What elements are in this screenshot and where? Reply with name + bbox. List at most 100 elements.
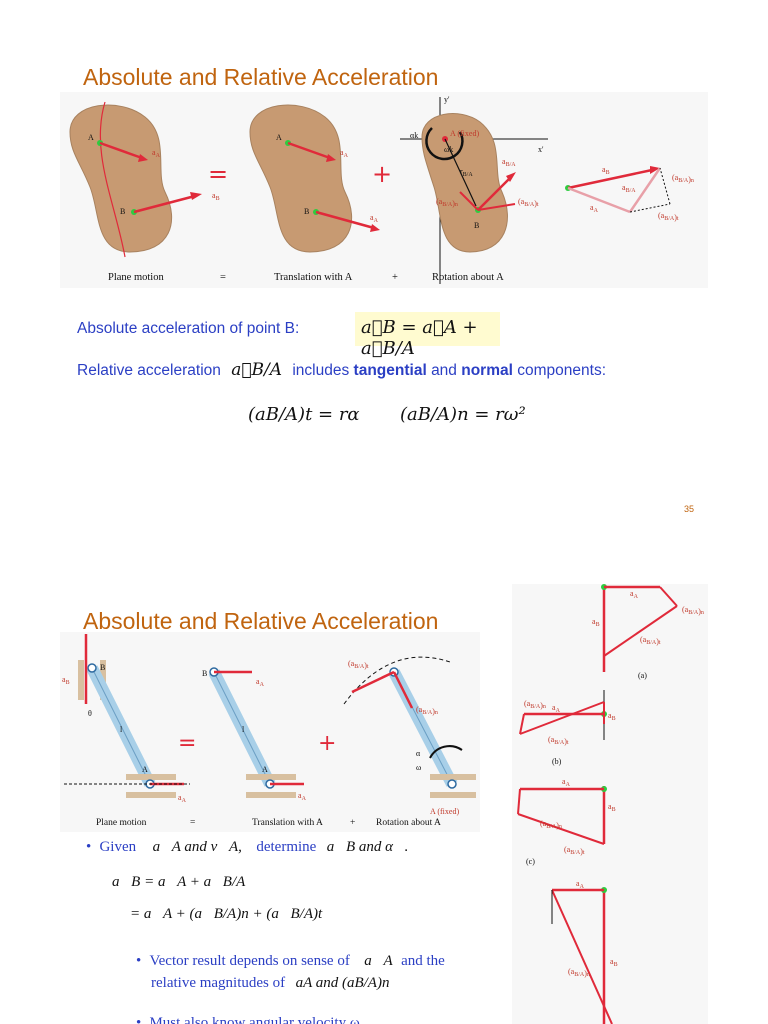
svg-text:aA: aA bbox=[552, 703, 561, 714]
svg-text:(aB/A)n: (aB/A)n bbox=[540, 819, 562, 830]
svg-text:(aB/A)n: (aB/A)n bbox=[568, 967, 590, 978]
rel-post: components: bbox=[517, 362, 606, 379]
svg-text:B: B bbox=[304, 207, 309, 216]
svg-text:rB/A: rB/A bbox=[460, 167, 473, 178]
bullet-angular-velocity: • Must also know angular velocity ω. bbox=[136, 1014, 363, 1024]
svg-text:(aB/A)n: (aB/A)n bbox=[436, 197, 458, 208]
svg-text:B: B bbox=[202, 669, 207, 678]
svg-text:aA: aA bbox=[370, 213, 379, 224]
svg-text:aA: aA bbox=[178, 793, 187, 804]
fig-a-label: (a) bbox=[638, 671, 647, 680]
label-x-axis: x' bbox=[538, 145, 544, 154]
bullet-given: • Given a⃗A and v⃗A, determine a⃗B and α… bbox=[86, 839, 409, 855]
svg-text:aA: aA bbox=[590, 203, 599, 214]
label-A: A bbox=[88, 133, 94, 142]
slide-title: Absolute and Relative Acceleration bbox=[83, 64, 439, 90]
label-theta: θ bbox=[88, 709, 92, 718]
svg-text:aB/A: aB/A bbox=[622, 183, 636, 194]
caption2-translation: Translation with A bbox=[252, 818, 323, 828]
caption-equals: = bbox=[220, 272, 226, 283]
equals-sign-2: = bbox=[178, 731, 196, 756]
label-l: l bbox=[120, 725, 123, 734]
given-vectors: a⃗A and v⃗A, bbox=[152, 839, 242, 855]
sliding-rod-figure: aB B A l θ aA = B A l aA aA + (aB/A)t (a… bbox=[60, 632, 480, 832]
given-text: Given bbox=[99, 839, 137, 855]
abs-accel-label: Absolute acceleration of point B: bbox=[77, 320, 300, 337]
and-the-text: and the bbox=[401, 953, 445, 969]
label-A-fixed: A (fixed) bbox=[450, 129, 479, 138]
caption-plus: + bbox=[392, 272, 398, 283]
svg-text:aB/A: aB/A bbox=[502, 157, 516, 168]
vector-result-text: Vector result depends on sense of bbox=[149, 953, 350, 969]
label-A-fixed-2: A (fixed) bbox=[430, 807, 459, 816]
svg-text:aA: aA bbox=[562, 777, 571, 788]
rel-pre: Relative acceleration bbox=[77, 362, 221, 379]
svg-text:aA: aA bbox=[256, 677, 265, 688]
svg-text:aB: aB bbox=[608, 711, 616, 722]
svg-text:aB: aB bbox=[592, 617, 600, 628]
caption-plane-motion: Plane motion bbox=[108, 272, 164, 283]
svg-text:aA: aA bbox=[630, 589, 639, 600]
svg-text:aA: aA bbox=[340, 148, 349, 159]
svg-text:aB: aB bbox=[608, 802, 616, 813]
caption-translation: Translation with A bbox=[274, 272, 353, 283]
svg-text:aB: aB bbox=[610, 957, 618, 968]
svg-text:aB: aB bbox=[212, 191, 220, 202]
equation-tangential: (aB/A)t = rα bbox=[248, 404, 360, 425]
equation-normal: (aB/A)n = rω² bbox=[400, 404, 526, 425]
relative-magnitudes-text: relative magnitudes of bbox=[151, 975, 286, 991]
eq-line-2: = a⃗A + (a⃗B/A)n + (a⃗B/A)t bbox=[130, 906, 323, 922]
svg-text:A: A bbox=[276, 133, 282, 142]
vector-polygons-figure: aA aB (aB/A)n (aB/A)t (a) (aB/A)n aA (aB… bbox=[512, 584, 708, 1024]
fig-b-label: (b) bbox=[552, 757, 562, 766]
rel-tangential: tangential bbox=[353, 362, 427, 379]
caption2-plane: Plane motion bbox=[96, 818, 147, 828]
determine-vectors: a⃗B and α⃗. bbox=[326, 839, 409, 855]
equals-sign: = bbox=[208, 160, 228, 188]
svg-text:(aB/A)t: (aB/A)t bbox=[658, 211, 679, 222]
label-alpha-k: αk bbox=[410, 131, 418, 140]
body-plane-motion bbox=[69, 104, 173, 253]
label-omega: ω bbox=[416, 763, 421, 772]
plus-sign: + bbox=[372, 160, 392, 188]
abs-accel-formula: a⃗B = a⃗A + a⃗B/A bbox=[355, 312, 500, 359]
caption2-plus: + bbox=[350, 818, 356, 828]
rel-and: and bbox=[431, 362, 457, 379]
svg-text:(aB/A)t: (aB/A)t bbox=[564, 845, 585, 856]
svg-text:(aB/A)n: (aB/A)n bbox=[524, 699, 546, 710]
rel-normal: normal bbox=[461, 362, 513, 379]
label-alpha: α bbox=[416, 749, 421, 758]
page-number: 35 bbox=[684, 504, 695, 514]
rel-mid: includes bbox=[292, 362, 350, 379]
svg-text:B: B bbox=[100, 663, 105, 672]
svg-text:(aB/A)t: (aB/A)t bbox=[548, 735, 569, 746]
determine-text: determine bbox=[256, 839, 317, 855]
rel-vector: a⃗B/A bbox=[231, 360, 283, 380]
svg-text:(aB/A)n: (aB/A)n bbox=[416, 705, 438, 716]
eq-line-1: a⃗B = a⃗A + a⃗B/A bbox=[112, 874, 246, 890]
svg-text:(aB/A)n: (aB/A)n bbox=[682, 605, 704, 616]
svg-text:(aB/A)t: (aB/A)t bbox=[640, 635, 661, 646]
svg-text:(aB/A)t: (aB/A)t bbox=[348, 659, 369, 670]
angular-velocity-text: Must also know angular velocity ω. bbox=[149, 1015, 364, 1024]
svg-text:l: l bbox=[242, 725, 245, 734]
svg-text:A: A bbox=[262, 765, 268, 774]
caption-rotation: Rotation about A bbox=[432, 272, 504, 283]
vector-aA: a⃗A bbox=[364, 953, 393, 969]
slide-36: aA aB (aB/A)n (aB/A)t (a) (aB/A)n aA (aB… bbox=[0, 572, 768, 1024]
relative-accel-sentence: Relative acceleration a⃗B/A includes tan… bbox=[77, 360, 606, 380]
svg-text:(aB/A)n: (aB/A)n bbox=[672, 173, 694, 184]
svg-text:B: B bbox=[474, 221, 479, 230]
caption2-eq: = bbox=[190, 818, 196, 828]
plus-sign-2: + bbox=[318, 731, 336, 756]
svg-text:aB: aB bbox=[62, 675, 70, 686]
magnitudes-terms: aA and (aB/A)n bbox=[295, 975, 390, 991]
svg-text:(aB/A)t: (aB/A)t bbox=[518, 197, 539, 208]
svg-text:A: A bbox=[142, 765, 148, 774]
caption2-rotation: Rotation about A bbox=[376, 818, 441, 828]
svg-text:aA: aA bbox=[152, 148, 161, 159]
svg-text:aA: aA bbox=[576, 879, 585, 890]
slide-35: Absolute and Relative Acceleration A B a… bbox=[69, 64, 695, 514]
svg-text:aB: aB bbox=[602, 165, 610, 176]
bullet-vector-result: • Vector result depends on sense of a⃗A … bbox=[136, 953, 445, 991]
